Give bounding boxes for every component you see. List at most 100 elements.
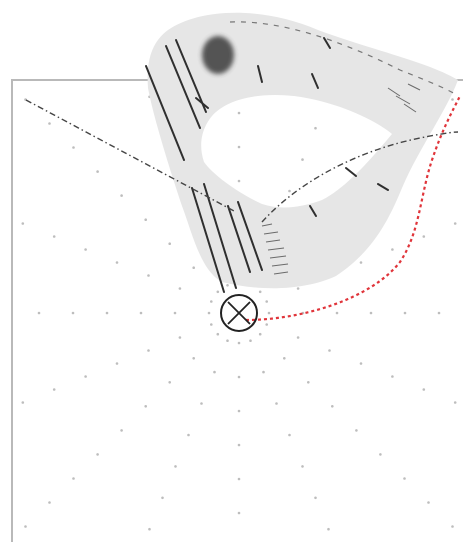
grid-dot (144, 405, 147, 408)
grid-dot (237, 477, 241, 481)
ruler-mark (407, 83, 421, 91)
grid-dot (24, 525, 27, 528)
needle-position-icon[interactable] (220, 294, 258, 332)
grid-dot (237, 443, 241, 447)
grid-dot (144, 218, 147, 221)
ruler-body[interactable] (147, 12, 458, 289)
grid-dot (275, 402, 278, 405)
grid-dot (379, 453, 382, 456)
ruler-tick (377, 183, 389, 191)
ruler-tick (257, 65, 263, 83)
grid-dot (267, 311, 271, 315)
grid-dot (359, 261, 363, 264)
ruler-mark (263, 231, 279, 235)
grid-dot (249, 339, 252, 343)
grid-dot (403, 477, 406, 480)
grid-dot (403, 311, 407, 315)
ruler-line (175, 39, 207, 113)
grid-dot (453, 401, 457, 404)
ruler-line (227, 205, 251, 273)
grid-dot (328, 349, 331, 352)
ruler-mark (271, 263, 289, 267)
grid-dot (437, 311, 441, 315)
ruler-mark (269, 255, 287, 259)
grid-dot (327, 527, 330, 531)
ruler-fine-markings (261, 83, 421, 275)
grid-dot (84, 248, 87, 251)
grid-dot (391, 248, 394, 251)
ruler-parallel-lines-upper (145, 39, 207, 161)
grid-dot (84, 375, 87, 378)
grid-dot (192, 357, 195, 360)
needle-cross-b (227, 301, 251, 325)
ruler-tick (345, 167, 357, 177)
ruler-line (145, 65, 185, 161)
grid-dot (168, 381, 171, 384)
grid-dot (48, 501, 51, 504)
grid-dot (265, 323, 269, 326)
grid-dot (207, 311, 211, 315)
grid-dot (48, 122, 51, 125)
grid-dot (265, 300, 269, 303)
grid-dot (139, 311, 143, 315)
grid-dot (369, 311, 373, 315)
grid-dot (37, 311, 41, 315)
grid-dot (422, 235, 426, 238)
grid-dot (237, 511, 241, 515)
ruler-mark (265, 239, 281, 243)
ruler-tick (309, 205, 317, 217)
grid-dot (283, 357, 286, 360)
ruler-mark (387, 87, 401, 97)
grid-dot (168, 242, 171, 245)
ruler-line (237, 201, 263, 271)
quilting-ruler[interactable] (145, 12, 459, 293)
ruler-mark (403, 103, 417, 113)
ruler-line (191, 187, 225, 293)
grid-dot (288, 189, 291, 193)
grid-dot (71, 311, 75, 315)
grid-dot (115, 261, 119, 264)
ruler-tick (195, 97, 209, 109)
ruler-grip[interactable] (202, 36, 234, 74)
grid-dot (148, 527, 151, 531)
grid-dot (21, 401, 25, 404)
grid-dot (301, 465, 304, 468)
needle-ring (220, 294, 258, 332)
grid-dot (262, 370, 265, 374)
grid-dot (258, 332, 262, 336)
grid-dot (173, 311, 177, 315)
grid-dot (296, 336, 300, 339)
grid-dot (237, 145, 241, 149)
grid-dot (335, 311, 339, 315)
grid-dot (192, 266, 195, 270)
grid-dot (451, 525, 454, 528)
ruler-mark (261, 223, 273, 227)
guide-curve (261, 131, 459, 223)
grid-dot (210, 323, 213, 326)
grid-dot (226, 284, 229, 287)
ruler-tick (311, 73, 319, 89)
grid-dot (314, 126, 317, 130)
grid-dot (237, 341, 241, 345)
grid-dot (258, 290, 262, 294)
grid-dot (96, 170, 99, 173)
grid-dot (391, 375, 394, 378)
ruler-tick (323, 37, 331, 49)
grid-dot (105, 311, 109, 315)
ruler-mark (273, 271, 289, 275)
ruler-mark (267, 247, 285, 251)
grid-dot (453, 222, 457, 225)
stitch-path[interactable] (245, 95, 461, 322)
grid-dot (120, 194, 123, 197)
ruler-line (203, 183, 237, 289)
grid-dot (120, 429, 123, 432)
ruler-mark (395, 95, 411, 105)
grid-dot (213, 370, 216, 374)
grid-dot (216, 332, 220, 336)
grid-dot (216, 290, 220, 294)
grid-dot (226, 339, 229, 343)
grid-dot (427, 501, 430, 504)
grid-dot (52, 388, 56, 391)
grid-dot (237, 409, 241, 413)
